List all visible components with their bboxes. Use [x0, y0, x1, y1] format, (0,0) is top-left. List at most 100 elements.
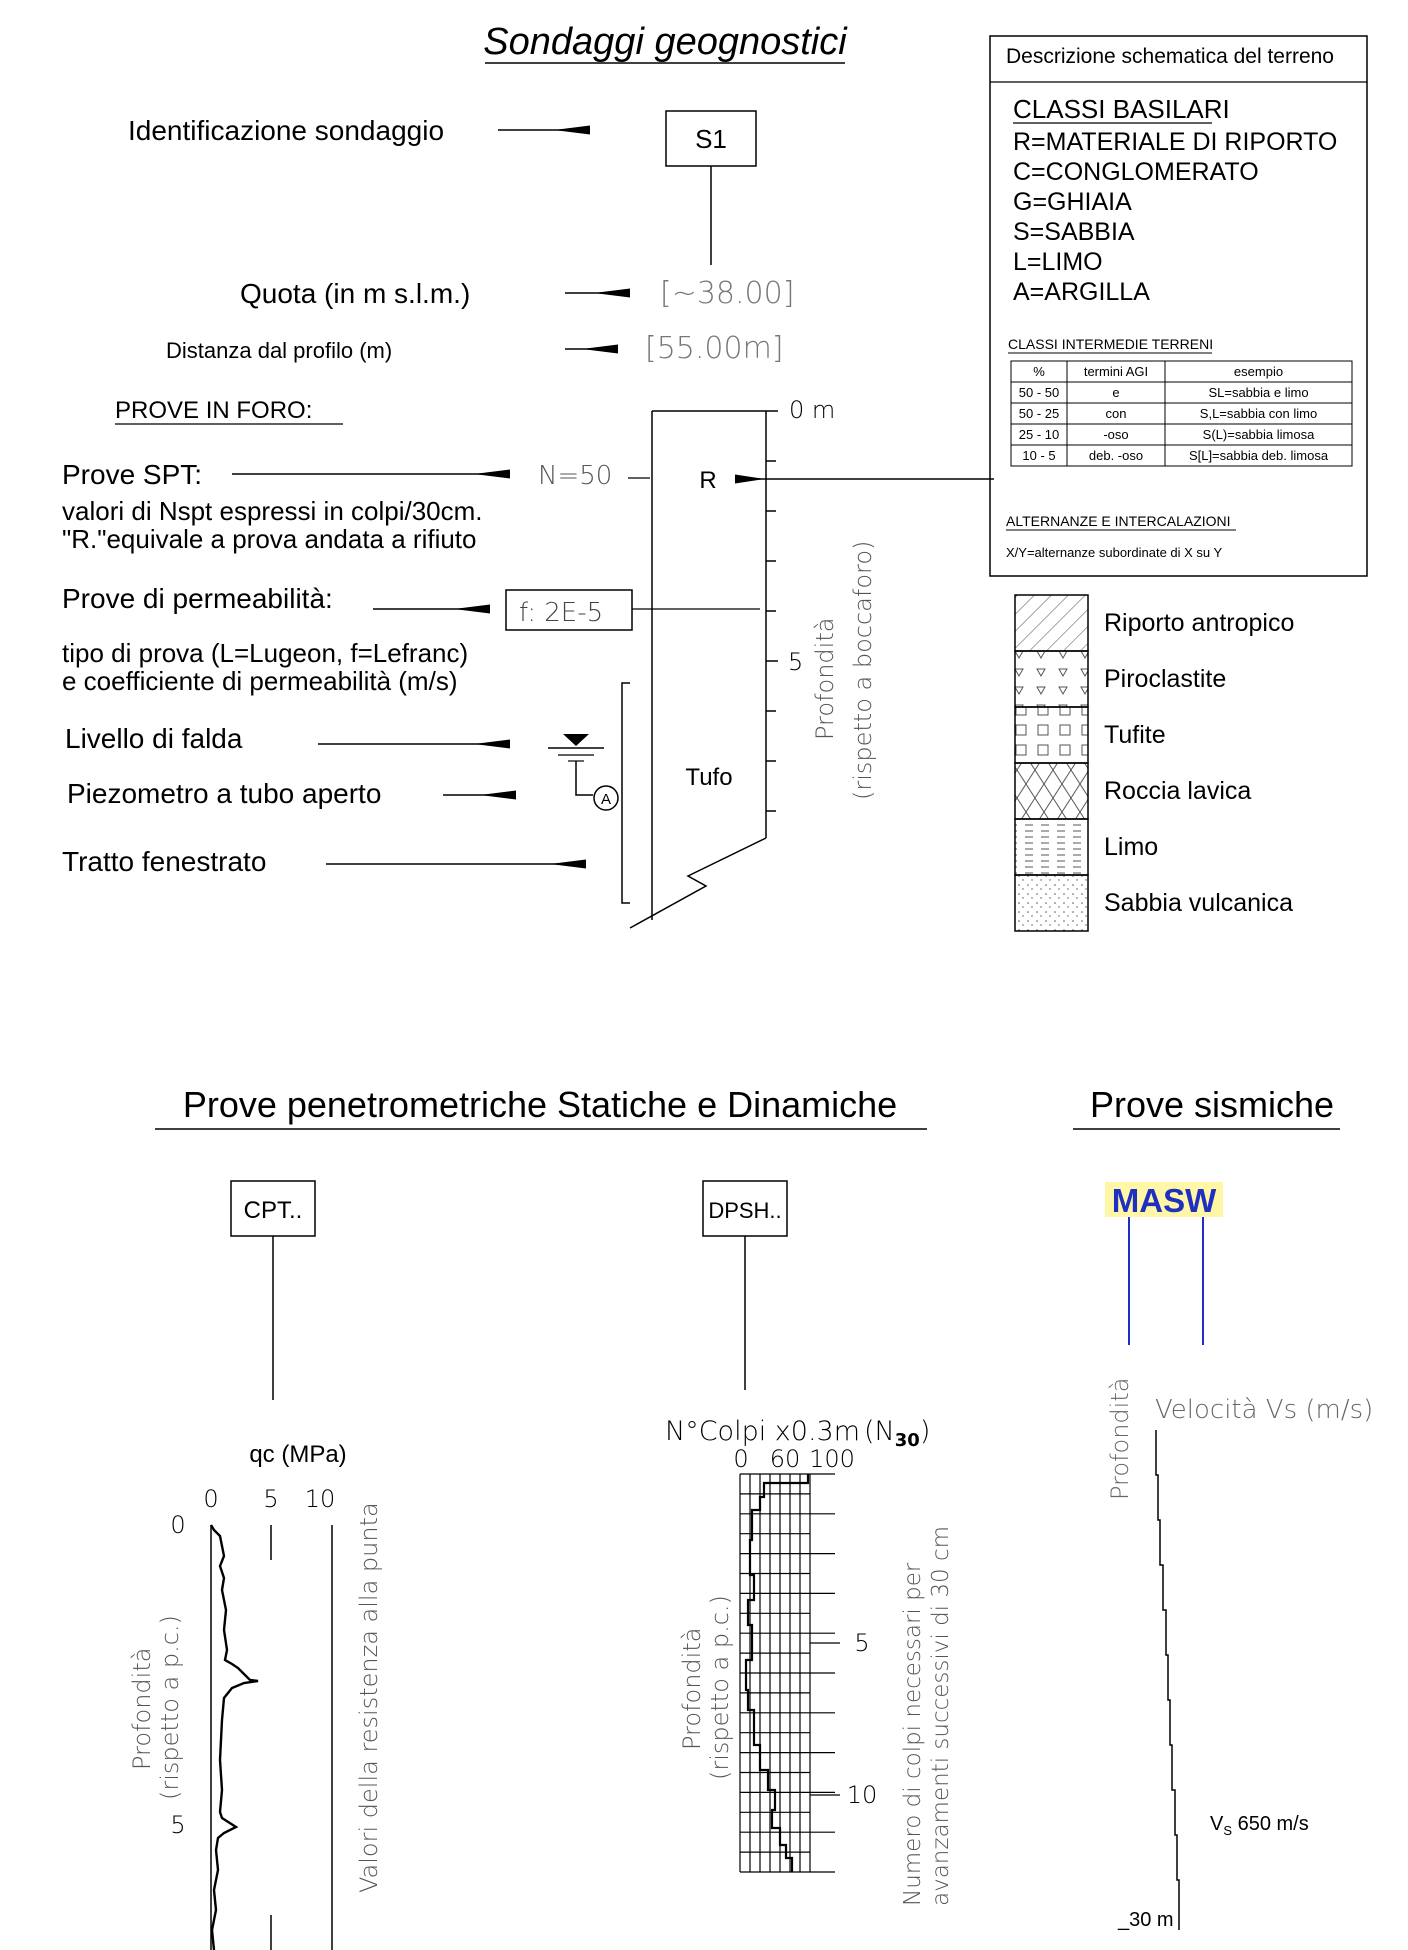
classe-item: C=CONGLOMERATO [1013, 158, 1259, 186]
dpsh-id: DPSH.. [708, 1198, 781, 1223]
spt-value: N=50 [538, 461, 612, 491]
cpt-axis-title: qc (MPa) [249, 1441, 346, 1468]
masw-id: MASW [1112, 1182, 1217, 1219]
classi-intermedie-title: CLASSI INTERMEDIE TERRENI [1008, 336, 1213, 352]
screened-bracket [621, 682, 630, 904]
cpt-depth-tick: 0 [170, 1511, 185, 1539]
distanza-value: [55.00m] [645, 331, 784, 366]
agi-table-cell: SL=sabbia e limo [1208, 385, 1308, 400]
cpt-side-label: Valori della resistenza alla punta [355, 1502, 383, 1893]
lithology-legend: Riporto antropicoPiroclastiteTufiteRocci… [1014, 594, 1294, 932]
title-sondaggi: Sondaggi geognostici [483, 21, 848, 63]
cpt-x-tick: 10 [305, 1485, 336, 1513]
dpsh-depth-ticks: 5 10 [810, 1629, 877, 1809]
water-level-icon [548, 734, 604, 762]
lithology-swatch-hatch [1014, 594, 1089, 652]
agi-table-header: esempio [1234, 364, 1283, 379]
depth-ticks [766, 460, 778, 812]
dpsh-x-tick: 0 [733, 1445, 748, 1473]
prove-in-foro: PROVE IN FORO: [115, 397, 312, 424]
terrain-box-title: Descrizione schematica del terreno [1006, 45, 1334, 68]
lithology-swatch-triangles [1014, 650, 1089, 708]
identificazione-label: Identificazione sondaggio [128, 115, 444, 146]
dpsh-side-label2: avanzamenti successivi di 30 cm [928, 1526, 954, 1906]
lithology-swatch-dashes [1014, 818, 1089, 876]
lithology-label: Piroclastite [1104, 665, 1226, 693]
quota-value: [~38.00] [660, 276, 794, 311]
dpsh-x-ticks: 0 60 100 [733, 1445, 855, 1473]
agi-table-cell: S,L=sabbia con limo [1200, 406, 1317, 421]
borehole-column [629, 410, 778, 929]
lithology-label: Riporto antropico [1104, 609, 1294, 637]
cpt-ylabel2: (rispetto a p.c.) [156, 1615, 184, 1800]
perm-label: Prove di permeabilità: [62, 583, 333, 614]
title-penetrometriche: Prove penetrometriche Statiche e Dinamic… [183, 1084, 897, 1125]
agi-table-cell: con [1106, 406, 1127, 421]
lithology-swatch-dots [1014, 874, 1089, 932]
alternanze-text: X/Y=alternanze subordinate di X su Y [1006, 545, 1223, 560]
dpsh-side-label1: Numero di colpi necessari per [900, 1562, 926, 1906]
classe-item: A=ARGILLA [1013, 278, 1150, 306]
dpsh-depth-tick: 5 [854, 1629, 869, 1657]
rispetto-boccaforo-label: (rispetto a boccaforo) [849, 541, 877, 800]
perm-desc2: e coefficiente di permeabilità (m/s) [62, 666, 457, 696]
classi-basilari-title: CLASSI BASILARI [1013, 94, 1230, 124]
cpt-x-tick: 0 [203, 1485, 218, 1513]
classe-item: R=MATERIALE DI RIPORTO [1013, 128, 1337, 156]
dpsh-depth-tick: 10 [847, 1781, 878, 1809]
agi-table-cell: 10 - 5 [1022, 448, 1055, 463]
spt-desc2: "R."equivale a prova andata a rifiuto [62, 524, 477, 554]
dpsh-ylabel2: (rispetto a p.c.) [706, 1595, 734, 1780]
lithology-label: Tufite [1104, 721, 1166, 749]
classe-item: L=LIMO [1013, 248, 1103, 276]
classe-item: G=GHIAIA [1013, 188, 1132, 216]
agi-table-cell: S(L)=sabbia limosa [1203, 427, 1315, 442]
lithology-label: Sabbia vulcanica [1104, 889, 1293, 917]
agi-table: % termini AGI esempio 50 - 50 e SL=sabbia e l… [1010, 360, 1353, 467]
masw-vs-profile [1155, 1430, 1180, 1930]
masw-vs-label: VS 650 m/s [1210, 1813, 1309, 1838]
dpsh-blows-curve [744, 1474, 810, 1872]
masw-ylabel: Profondità [1106, 1378, 1134, 1500]
masw-label-bg [1105, 1182, 1223, 1217]
spt-label: Prove SPT: [62, 459, 202, 490]
lithology-swatch-squares [1014, 706, 1089, 764]
dpsh-x-tick: 60 [770, 1445, 801, 1473]
title-sismiche: Prove sismiche [1090, 1084, 1334, 1125]
terrain-description-box: Descrizione schematica del terreno CLASS… [989, 35, 1368, 577]
dpsh-ylabel1: Profondità [678, 1628, 706, 1750]
cpt-depth-ticks: 05 [170, 1511, 185, 1839]
agi-table-cell: e [1112, 385, 1119, 400]
dpsh-grid [739, 1473, 835, 1873]
lithology-label: Roccia lavica [1104, 777, 1251, 805]
spt-desc1: valori di Nspt espressi in colpi/30cm. [62, 496, 483, 526]
agi-table-header: termini AGI [1084, 364, 1148, 379]
cpt-id: CPT.. [244, 1197, 303, 1224]
falda-label: Livello di falda [65, 723, 243, 754]
agi-table-cell: 25 - 10 [1019, 427, 1059, 442]
dpsh-axis-title: N°Colpi x0.3m(N30) [665, 1416, 930, 1451]
depth-5-label: 5 [788, 648, 803, 676]
masw-title: Velocità Vs (m/s) [1155, 1395, 1373, 1425]
depth-0-label: 0 m [789, 396, 835, 424]
agi-table-cell: S[L]=sabbia deb. limosa [1189, 448, 1329, 463]
agi-table-cell: 50 - 50 [1019, 385, 1059, 400]
sondaggio-id: S1 [695, 124, 727, 154]
perm-value-box [505, 589, 633, 631]
layer-tufo: Tufo [685, 764, 732, 791]
fenestrato-label: Tratto fenestrato [62, 846, 266, 877]
dpsh-x-tick: 100 [809, 1445, 855, 1473]
svg-text:A: A [601, 791, 611, 808]
cpt-ylabel1: Profondità [128, 1648, 156, 1770]
lithology-swatch-crosshatch [1014, 762, 1089, 820]
cpt-depth-tick: 5 [170, 1811, 185, 1839]
classe-item: S=SABBIA [1013, 218, 1135, 246]
distanza-label: Distanza dal profilo (m) [166, 338, 392, 363]
agi-table-cell: deb. -oso [1089, 448, 1143, 463]
perm-desc1: tipo di prova (L=Lugeon, f=Lefranc) [62, 638, 468, 668]
cpt-qc-curve [209, 1524, 259, 1950]
quota-label: Quota (in m s.l.m.) [240, 278, 470, 309]
agi-table-header: % [1033, 364, 1045, 379]
alternanze-title: ALTERNANZE E INTERCALAZIONI [1006, 513, 1231, 529]
